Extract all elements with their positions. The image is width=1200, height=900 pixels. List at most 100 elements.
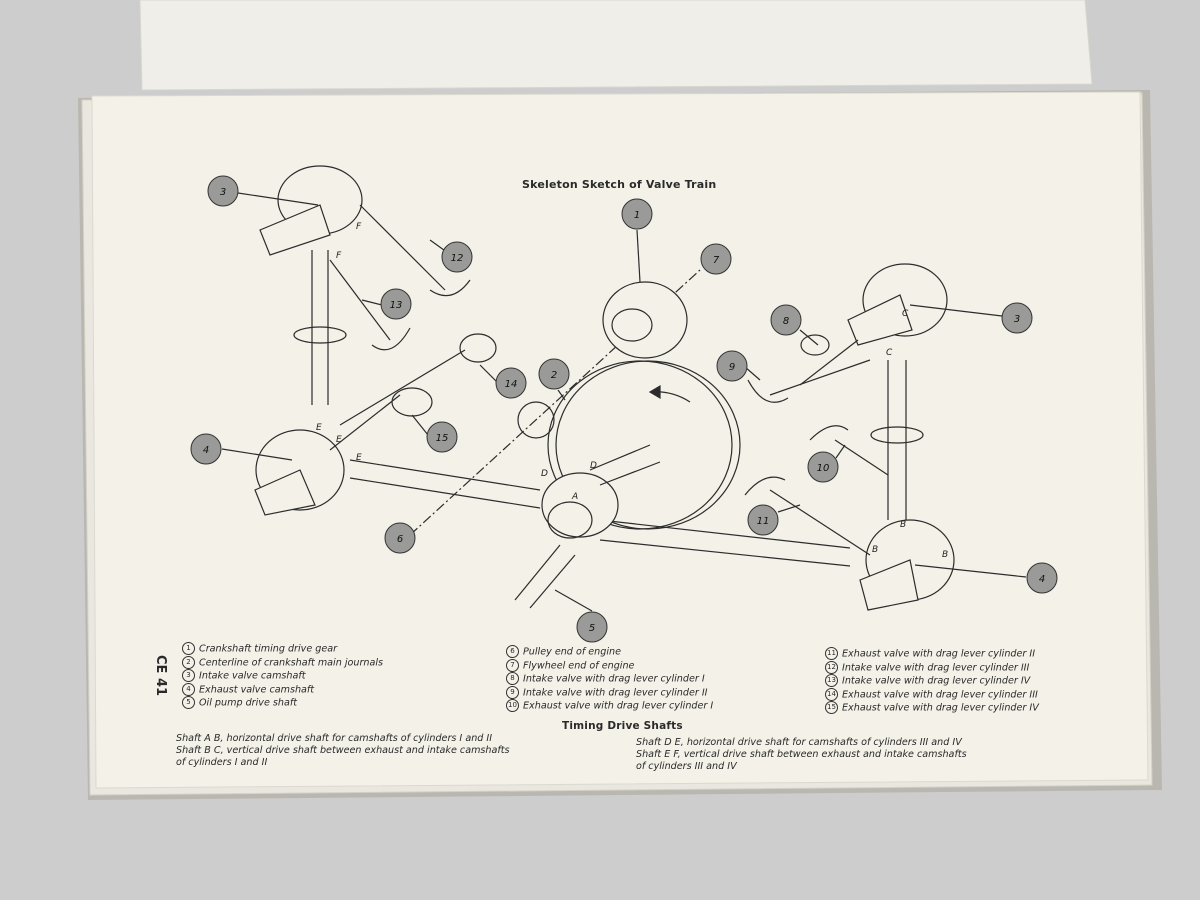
svg-text:8: 8 xyxy=(783,316,789,327)
leader-14 xyxy=(479,364,498,383)
valve-stem-11 xyxy=(769,489,871,556)
svg-text:4: 4 xyxy=(203,445,209,456)
callout-15: 15 xyxy=(426,421,458,453)
callout-3-right: 3 xyxy=(1001,302,1033,334)
svg-text:10: 10 xyxy=(817,463,830,474)
drive-shaft-d xyxy=(589,444,661,486)
svg-text:6: 6 xyxy=(397,534,403,545)
callout-8: 8 xyxy=(770,304,802,336)
rotation-ring-right xyxy=(870,426,924,444)
svg-text:1: 1 xyxy=(634,210,640,221)
valve-head-13 xyxy=(371,327,411,351)
shaft-letters: A B B B C C D D E E E F F xyxy=(316,222,948,560)
timing-gear-hub xyxy=(611,308,653,342)
valve-stem-15 xyxy=(329,394,401,451)
letter-e-1: E xyxy=(316,423,322,433)
flywheel-front xyxy=(547,360,733,530)
callout-9: 9 xyxy=(716,350,748,382)
timing-note: Shaft B C, vertical drive shaft between … xyxy=(176,745,510,756)
callout-13: 13 xyxy=(380,288,412,320)
leader-5 xyxy=(554,589,593,612)
small-gear xyxy=(517,401,555,439)
letter-e-3: E xyxy=(356,453,362,463)
timing-note: of cylinders III and IV xyxy=(636,761,737,772)
svg-text:12: 12 xyxy=(451,253,464,264)
leader-3-left xyxy=(237,192,319,206)
oil-pump-shaft xyxy=(514,544,576,609)
svg-text:9: 9 xyxy=(729,362,735,373)
callout-14: 14 xyxy=(495,367,527,399)
timing-note: of cylinders I and II xyxy=(176,757,268,768)
arrow-head xyxy=(648,384,661,400)
callout-5: 5 xyxy=(576,611,608,643)
leader-2 xyxy=(557,389,566,401)
svg-text:7: 7 xyxy=(713,255,720,266)
leader-8 xyxy=(799,329,819,346)
leader-3-right xyxy=(909,304,1003,317)
valve-head-14 xyxy=(459,333,497,363)
timing-heading: Timing Drive Shafts xyxy=(562,720,683,732)
timing-gear-1 xyxy=(602,281,688,359)
letter-c-1: C xyxy=(902,309,909,319)
callout-6: 6 xyxy=(384,522,416,554)
svg-text:2: 2 xyxy=(551,370,557,381)
callout-4-left: 4 xyxy=(190,433,222,465)
horizontal-shaft-ab xyxy=(599,519,851,567)
svg-text:11: 11 xyxy=(757,516,770,527)
callout-7: 7 xyxy=(700,243,732,275)
upper-sheet xyxy=(139,0,1093,91)
leader-9 xyxy=(744,366,761,381)
letter-c-2: C xyxy=(886,348,893,358)
callout-10: 10 xyxy=(807,451,839,483)
svg-text:13: 13 xyxy=(390,300,403,311)
svg-text:14: 14 xyxy=(505,379,518,390)
timing-notes-right: Shaft D E, horizontal drive shaft for ca… xyxy=(636,737,967,773)
drawing-lines xyxy=(221,165,1027,612)
leader-10 xyxy=(835,444,846,459)
valve-head-8 xyxy=(800,334,830,356)
timing-notes-left: Shaft A B, horizontal drive shaft for ca… xyxy=(176,733,510,769)
callout-4-right: 4 xyxy=(1026,562,1058,594)
vertical-shaft-bc xyxy=(887,360,907,520)
svg-text:3: 3 xyxy=(1014,314,1020,325)
valve-head-15 xyxy=(391,387,433,417)
valve-head-9 xyxy=(747,379,789,403)
letter-d-2: D xyxy=(590,461,597,471)
letter-f-2: F xyxy=(336,251,342,261)
cam-lobe-lower-right xyxy=(859,559,919,611)
timing-note: Shaft A B, horizontal drive shaft for ca… xyxy=(176,733,493,744)
callout-3-left: 3 xyxy=(207,175,239,207)
valve-stem-9 xyxy=(769,359,871,396)
leader-4-left xyxy=(221,448,293,461)
callout-bubbles: 1 2 3 3 4 4 5 6 7 8 9 10 11 12 13 14 15 xyxy=(190,175,1058,643)
page-code: CE 41 xyxy=(153,655,168,697)
letter-b-2: B xyxy=(872,545,878,555)
callout-12: 12 xyxy=(441,241,473,273)
letter-f-1: F xyxy=(356,222,362,232)
cam-lobe-lower-left xyxy=(254,469,316,516)
diagram-title: Skeleton Sketch of Valve Train xyxy=(522,178,717,191)
letter-d-1: D xyxy=(541,469,548,479)
cam-lobe-left xyxy=(259,204,331,256)
callout-1: 1 xyxy=(621,198,653,230)
letter-b-1: B xyxy=(900,520,906,530)
valve-stem-13 xyxy=(329,259,391,341)
callout-11: 11 xyxy=(747,504,779,536)
callout-2: 2 xyxy=(538,358,570,390)
